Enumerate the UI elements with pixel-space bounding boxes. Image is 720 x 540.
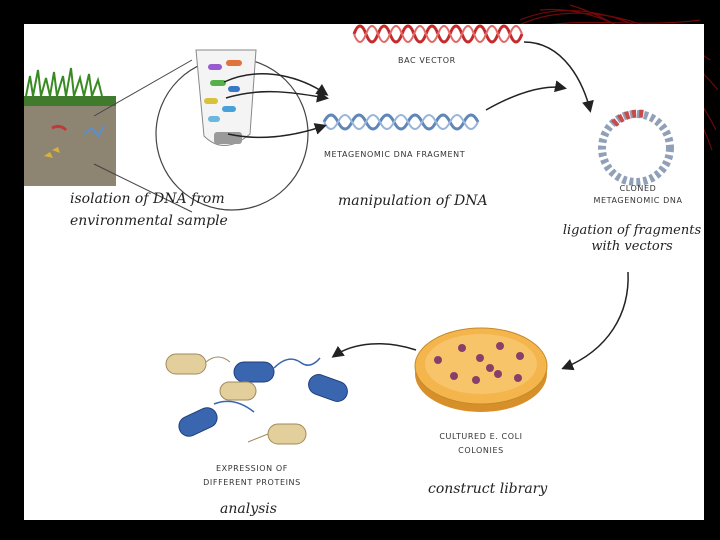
- magnified-tube-icon: [155, 49, 309, 211]
- cloned-label-line1: CLONED: [619, 184, 657, 193]
- cultured-label-line1: CULTURED E. COLI: [439, 432, 523, 441]
- analysis-caption: analysis: [220, 501, 277, 517]
- expression-label-line1: EXPRESSION OF: [215, 464, 288, 473]
- construct-caption: construct library: [428, 481, 548, 497]
- diagram-artwork: [24, 24, 674, 445]
- manipulation-caption: manipulation of DNA: [338, 193, 488, 209]
- expression-label-line2: DIFFERENT PROTEINS: [203, 478, 301, 487]
- bacteria-cells-icon: [165, 353, 348, 445]
- soil-sample-icon: [24, 67, 116, 186]
- metagenomic-fragment-dna-icon: [322, 113, 480, 131]
- ligation-caption-line2: with vectors: [591, 239, 673, 254]
- isolation-caption-line2: environmental sample: [70, 213, 228, 229]
- metagenomic-fragment-label: METAGENOMIC DNA FRAGMENT: [324, 150, 466, 159]
- ligation-caption-line1: ligation of fragments: [562, 223, 702, 238]
- petri-dish-icon: [414, 327, 548, 412]
- cloned-plasmid-icon: [598, 109, 674, 186]
- diagram-panel: BAC VECTOR METAGENOMIC DNA FRAGMENT CLON…: [24, 24, 704, 520]
- isolation-caption-line1: isolation of DNA from: [70, 191, 225, 207]
- cultured-label-line2: COLONIES: [458, 446, 504, 455]
- bac-vector-label: BAC VECTOR: [398, 56, 456, 65]
- cloned-label-line2: METAGENOMIC DNA: [593, 196, 683, 205]
